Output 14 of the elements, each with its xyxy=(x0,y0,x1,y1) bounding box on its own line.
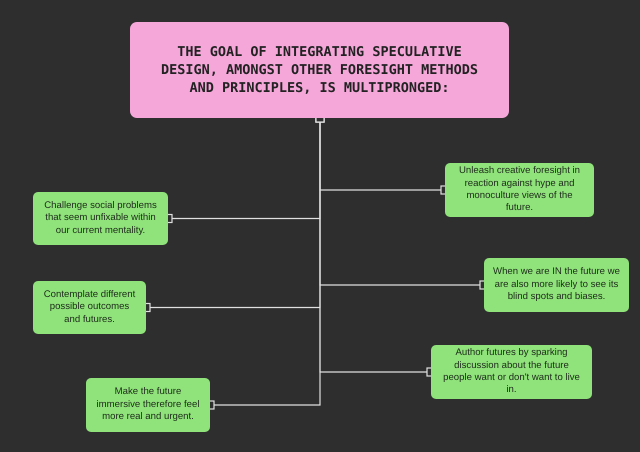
goal-text: Author futures by sparking discussion about the future people want or don't want to live in. xyxy=(442,347,581,397)
goal-text: Unleash creative foresight in reaction against hype and monoculture views of the future. xyxy=(458,165,582,215)
title-text: THE GOAL OF INTEGRATING SPECULATIVE DESIGN, AMONGST OTHER FORESIGHT METHODS AND PRINCIPLES, IS MULTIPRONGED: xyxy=(160,42,479,98)
goal-text: Challenge social problems that seem unfixable within our current mentality. xyxy=(43,200,158,238)
goal-text: When we are IN the future we are also more likely to see its blind spots and biases. xyxy=(492,266,621,304)
goal-text: Contemplate different possible outcomes and futures. xyxy=(42,288,136,326)
goal-box xyxy=(431,345,592,399)
goal-box xyxy=(33,281,146,334)
goal-text: Make the future immersive therefore feel more real and urgent. xyxy=(96,386,200,424)
goal-box xyxy=(484,258,629,312)
goal-box xyxy=(33,192,168,245)
goal-box xyxy=(445,163,594,217)
title-box xyxy=(130,22,509,118)
goal-box xyxy=(86,378,210,432)
